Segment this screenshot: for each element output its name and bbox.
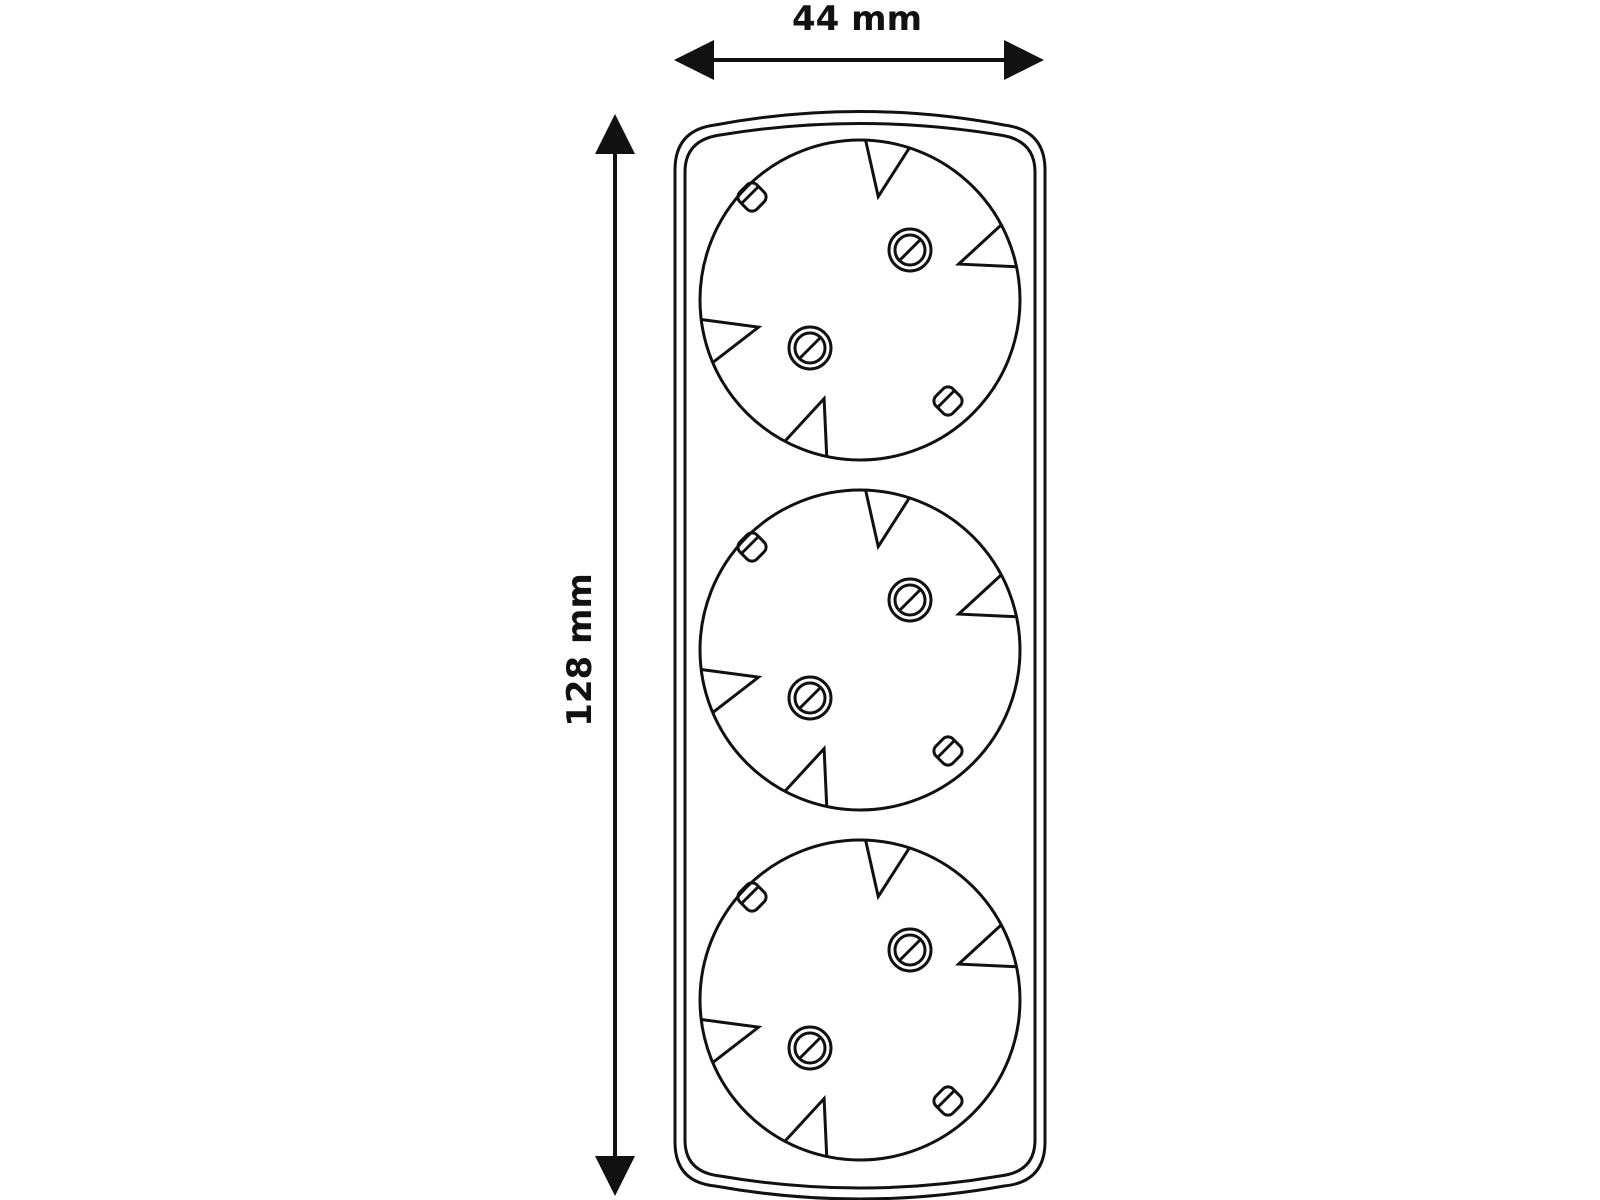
pin-hole-slash xyxy=(798,336,822,360)
housing-outer-outline xyxy=(673,110,1047,1200)
pin-hole-slash xyxy=(898,588,922,612)
earth-clip xyxy=(736,531,768,563)
socket-keyway-notch xyxy=(700,318,763,364)
earth-clip-line xyxy=(740,185,760,205)
earth-clip xyxy=(736,881,768,913)
pin-hole-inner xyxy=(893,583,927,617)
height-dimension-label: 128 mm xyxy=(560,573,600,727)
pin-hole xyxy=(787,675,833,721)
pin-hole-inner xyxy=(793,681,827,715)
earth-clip xyxy=(932,735,964,767)
housing-inner-outline xyxy=(683,122,1037,1190)
pin-hole-slash xyxy=(898,238,922,262)
pin-hole-slash xyxy=(898,938,922,962)
socket-ring xyxy=(698,138,1022,462)
earth-clip-line xyxy=(740,535,760,555)
socket-keyway-notch xyxy=(783,1095,829,1157)
pin-hole-inner xyxy=(793,331,827,365)
socket-keyway-notch xyxy=(955,923,1017,969)
earth-clip xyxy=(736,181,768,213)
socket-keyway-notch xyxy=(700,1018,763,1064)
earth-clip-line xyxy=(936,1089,956,1109)
pin-hole xyxy=(887,927,933,973)
pin-hole-inner xyxy=(893,233,927,267)
outlet-2 xyxy=(698,488,1022,812)
outlet-3 xyxy=(698,838,1022,1162)
earth-clip-line xyxy=(936,389,956,409)
pin-hole xyxy=(887,227,933,273)
socket-keyway-notch xyxy=(700,668,763,714)
socket-keyway-notch xyxy=(864,839,911,901)
earth-clip xyxy=(932,385,964,417)
width-dimension-label: 44 mm xyxy=(792,0,923,39)
pin-hole-slash xyxy=(798,686,822,710)
outlet-1 xyxy=(698,138,1022,462)
earth-clip xyxy=(932,1085,964,1117)
pin-hole-inner xyxy=(793,1031,827,1065)
earth-clip-line xyxy=(740,885,760,905)
socket-keyway-notch xyxy=(955,573,1017,619)
socket-ring xyxy=(698,488,1022,812)
outlets-group xyxy=(698,138,1022,1162)
socket-keyway-notch xyxy=(955,223,1017,269)
socket-ring xyxy=(698,838,1022,1162)
socket-keyway-notch xyxy=(783,395,829,457)
socket-keyway-notch xyxy=(864,489,911,551)
pin-hole xyxy=(787,1025,833,1071)
pin-hole-inner xyxy=(893,933,927,967)
pin-hole-slash xyxy=(798,1036,822,1060)
earth-clip-line xyxy=(936,739,956,759)
pin-hole xyxy=(887,577,933,623)
pin-hole xyxy=(787,325,833,371)
socket-keyway-notch xyxy=(864,139,911,201)
socket-keyway-notch xyxy=(783,745,829,807)
